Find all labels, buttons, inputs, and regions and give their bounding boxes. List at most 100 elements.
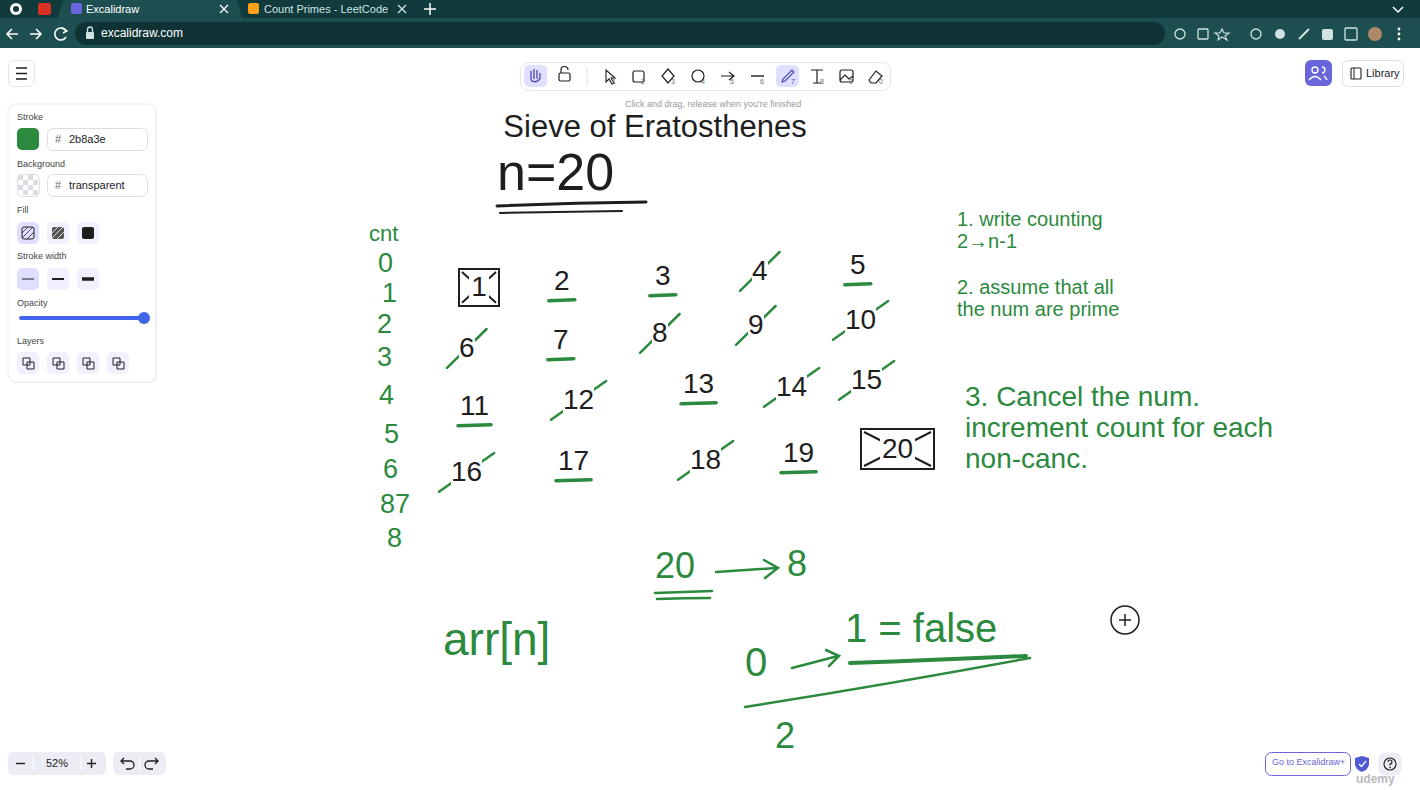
crosshair-cursor	[1119, 614, 1131, 626]
cancelled-number: 4	[752, 256, 768, 287]
tool-bar	[606, 70, 615, 84]
cancel-slash	[740, 252, 780, 291]
tool-bar	[524, 65, 547, 87]
zoom-controls	[33, 756, 81, 771]
tool-bar	[692, 70, 704, 82]
panel-heading: Stroke	[17, 113, 43, 123]
properties-panel	[47, 352, 69, 374]
url-text: excalidraw.com	[101, 27, 183, 40]
count-value: 87	[380, 490, 410, 520]
cancel-slash	[439, 453, 494, 492]
prime-underline	[845, 284, 871, 285]
tool-bar	[633, 71, 644, 82]
prime-underline	[781, 472, 816, 473]
menu-button	[16, 68, 27, 79]
cross-mark	[462, 272, 496, 303]
crosshair-cursor	[1111, 606, 1139, 634]
box-number: 20	[880, 434, 915, 465]
panel-heading: Opacity	[17, 299, 48, 309]
properties-panel	[48, 129, 148, 151]
count-value: 3	[377, 343, 392, 373]
cancel-slash	[640, 314, 680, 353]
cross-mark	[462, 272, 496, 303]
tool-bar	[721, 72, 734, 80]
properties-panel	[17, 128, 39, 150]
color-value: transparent	[69, 179, 125, 191]
browser-tab-bar	[13, 6, 19, 12]
properties-panel	[47, 222, 69, 244]
prime-number: 3	[655, 261, 671, 292]
browser-tab-bar	[71, 3, 82, 14]
cancel-slash	[551, 381, 606, 420]
properties-panel	[48, 175, 148, 197]
cross-mark	[864, 432, 931, 466]
menu-button	[9, 61, 35, 87]
prime-underline	[458, 425, 491, 426]
browser-tab-bar	[398, 5, 406, 13]
count-value: 5	[384, 420, 399, 450]
shortcut-number: 5	[730, 78, 734, 86]
bottom-right-buttons	[1266, 753, 1351, 776]
tool-bar	[811, 70, 823, 83]
bottom-right-buttons	[1379, 753, 1402, 776]
zoom-controls	[139, 756, 140, 771]
count-value: 0	[378, 249, 393, 279]
browser-address-bar	[1198, 29, 1208, 39]
browser-address-bar	[1345, 28, 1357, 40]
zoom-controls	[16, 763, 25, 764]
properties-panel	[77, 268, 99, 290]
start-value: 2	[775, 716, 795, 756]
tool-bar	[782, 70, 794, 82]
cancel-slash	[736, 306, 776, 345]
crossed-box: 1	[458, 268, 500, 307]
tool-bar	[521, 63, 891, 91]
cancel-slash	[678, 441, 733, 480]
browser-address-bar	[63, 28, 67, 33]
bottom-right-buttons	[1355, 756, 1369, 772]
properties-panel	[52, 227, 64, 239]
shortcut-number: 2	[641, 78, 645, 86]
hand-drawn-strokes	[655, 591, 712, 593]
zoom-level: 52%	[46, 757, 68, 769]
bottom-right-buttons	[1384, 758, 1396, 770]
cancelled-number: 6	[459, 333, 475, 364]
browser-tab-bar	[0, 0, 1420, 18]
step-note: 3. Cancel the num. increment count for e…	[965, 382, 1275, 474]
shortcut-number: 1	[612, 78, 616, 86]
zoom-controls	[87, 759, 96, 768]
prime-number: 19	[783, 438, 814, 469]
browser-address-bar	[7, 29, 18, 39]
top-right-buttons	[1305, 60, 1332, 86]
range-note: 1 = false	[845, 606, 997, 650]
shortcut-number: 6	[760, 78, 764, 86]
range-note: 0	[745, 640, 767, 684]
browser-tab-bar	[0, 0, 1420, 18]
properties-panel	[17, 222, 39, 244]
top-right-buttons	[1351, 68, 1361, 79]
hand-drawn-strokes	[716, 560, 778, 578]
browser-address-bar	[1398, 33, 1401, 36]
browser-address-bar	[1215, 29, 1229, 40]
result-value: 8	[787, 544, 807, 584]
prime-underline	[650, 295, 676, 296]
browser-tab-bar	[1393, 7, 1403, 12]
hash-sign: #	[55, 133, 61, 145]
cancelled-number: 15	[851, 365, 882, 396]
prime-underline	[681, 403, 716, 404]
properties-panel	[8, 104, 157, 383]
tool-bar	[869, 71, 882, 83]
properties-panel	[107, 352, 129, 374]
hint-text: Click and drag, release when you're fini…	[625, 100, 801, 110]
top-right-buttons	[1312, 67, 1318, 73]
bottom-right-buttons	[1359, 761, 1366, 767]
prime-number: 17	[558, 446, 589, 477]
zoom-controls	[145, 758, 158, 769]
count-value: 2	[377, 310, 392, 340]
prime-underline	[556, 480, 591, 481]
tab-title: Count Primes - LeetCode	[264, 3, 388, 15]
crossed-box: 20	[860, 428, 935, 470]
count-value: 4	[379, 381, 394, 411]
hash-sign: #	[55, 179, 61, 191]
prime-number: 13	[683, 369, 714, 400]
